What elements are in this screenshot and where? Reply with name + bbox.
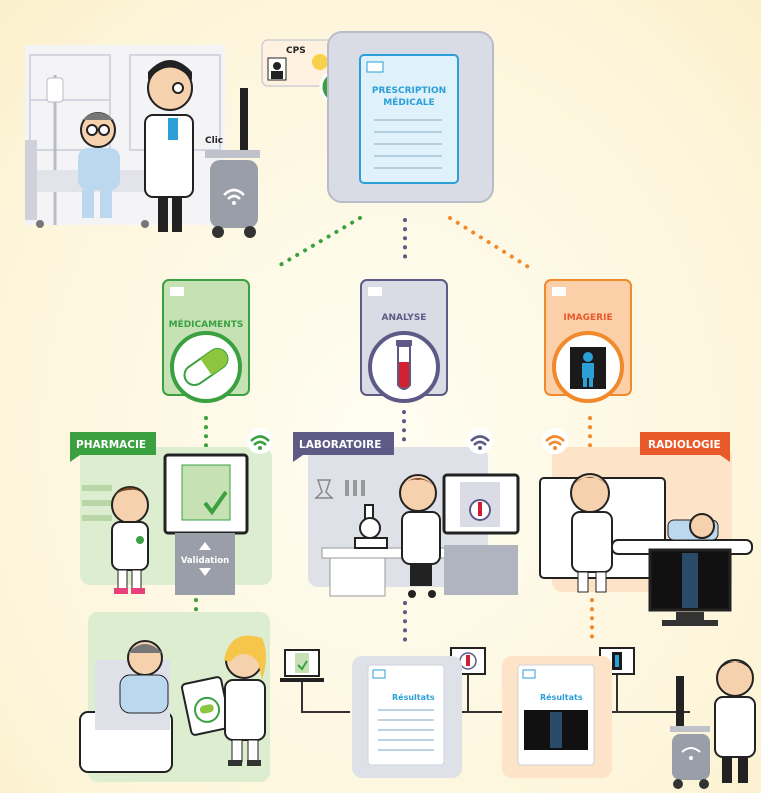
radiologie-title: RADIOLOGIE [648,439,721,451]
prescription-title-line1: PRESCRIPTION [372,86,446,96]
radio-results-label: Résultats [540,692,583,702]
prescription-title-line2: MÉDICALE [383,96,434,108]
radiologie-wifi-icon [542,428,568,454]
analyse-title: ANALYSE [382,313,427,323]
laboratoire-zone [308,428,520,598]
pharmacie-zone [80,428,273,595]
bottom-pharmacy-scene [79,612,270,782]
prescription-panel [327,31,494,203]
hospital-room-scene [25,45,260,238]
lab-results-panel [352,656,462,778]
laboratoire-title: LABORATOIRE [299,439,381,451]
patient-in-bed [78,112,120,218]
medicaments-card [162,279,250,403]
lab-results-label: Résultats [392,692,435,702]
medicaments-title: MÉDICAMENTS [169,318,244,330]
pharmacie-title: PHARMACIE [76,439,146,451]
radio-results-panel [502,656,612,778]
cps-card [261,39,341,87]
doctor-bottom-right [670,659,756,789]
analyse-card [360,279,448,403]
top-connectors [273,216,532,270]
imagerie-title: IMAGERIE [563,313,612,323]
clic-label: Clic [205,136,223,146]
middle-connectors [204,410,592,457]
validation-label: Validation [181,556,229,566]
pharmacie-wifi-icon [247,428,273,454]
computer-cart [205,88,260,238]
laboratoire-wifi-icon [467,428,493,454]
zone-tags [70,432,730,462]
imagerie-card [544,279,632,403]
radiologie-zone [539,428,753,626]
small-monitor-pharmacy [280,649,324,682]
cps-label: CPS [286,46,306,56]
doctor-at-computer [144,60,194,232]
